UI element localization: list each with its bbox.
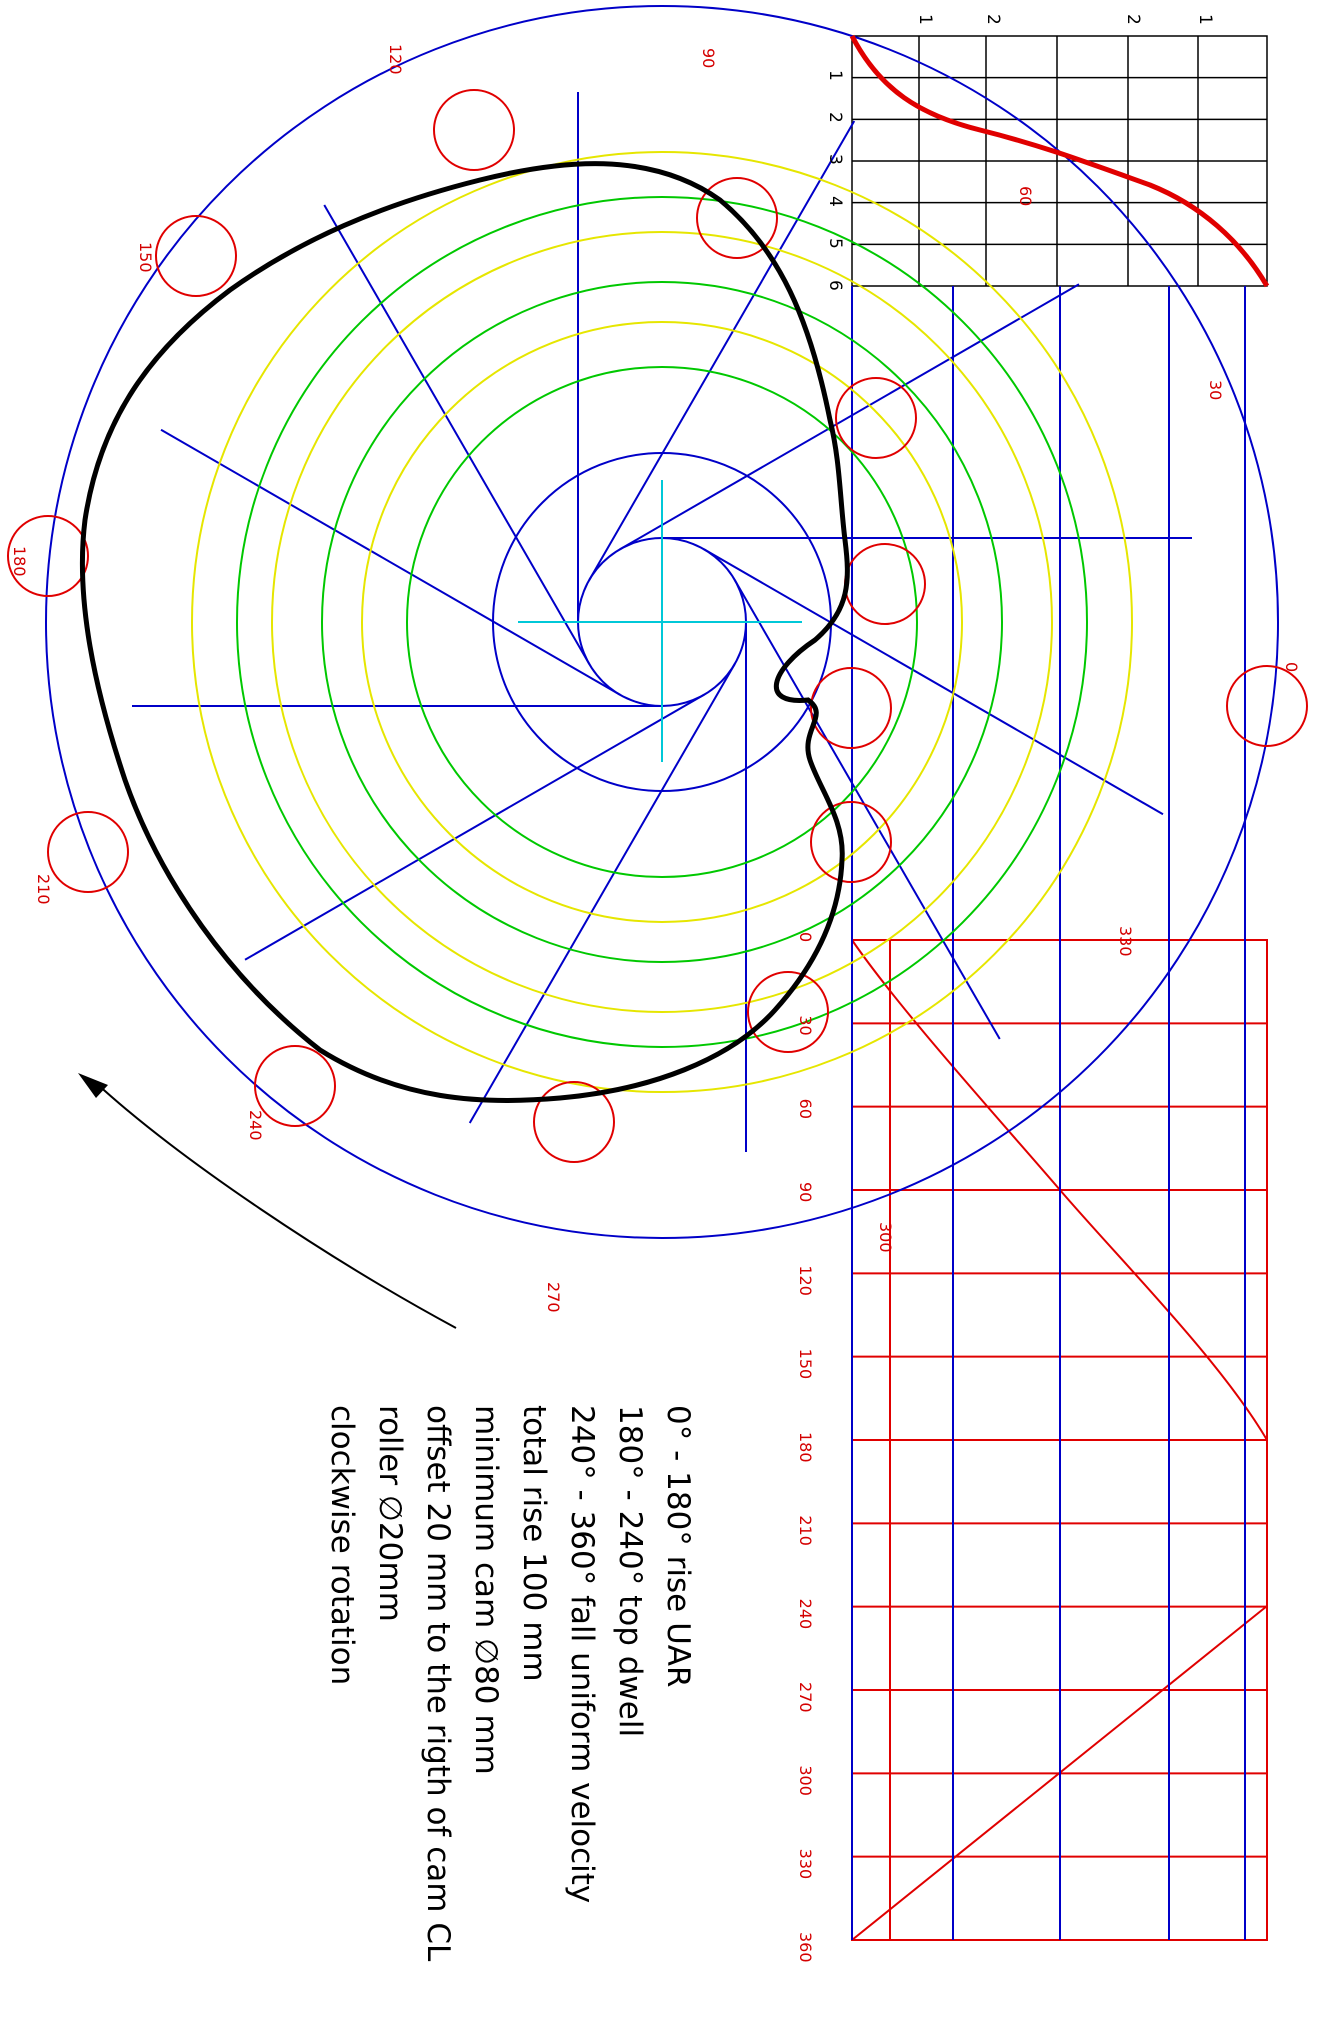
graph-angle-label: 330 — [796, 1849, 815, 1880]
roller-positions — [7, 89, 1308, 1163]
grid-row-label: 2 — [825, 112, 845, 123]
note-line: clockwise rotation — [324, 1405, 360, 1685]
angle-label: 270 — [544, 1282, 563, 1313]
graph-angle-label: 180 — [796, 1432, 815, 1463]
note-line: 240° - 360° fall uniform velocity — [564, 1405, 600, 1903]
note-line: roller ∅20mm — [372, 1405, 408, 1622]
roller-circle — [533, 1081, 615, 1163]
grid-column-label: 1 — [915, 14, 935, 25]
roller-circle — [844, 543, 926, 625]
graph-angle-label: 270 — [796, 1682, 815, 1713]
grid-row-label: 4 — [825, 196, 845, 207]
displacement-arc — [271, 231, 1053, 1013]
angle-label: 210 — [34, 874, 53, 905]
outer-circle — [45, 5, 1279, 1239]
roller-circle — [810, 667, 892, 749]
note-line: 180° - 240° top dwell — [612, 1405, 648, 1737]
graph-angle-label: 120 — [796, 1265, 815, 1296]
displacement-arcs — [191, 151, 1133, 1093]
grid-row-label: 3 — [825, 154, 845, 165]
note-line: offset 20 mm to the rigth of cam CL — [420, 1405, 456, 1962]
angle-label: 240 — [246, 1110, 265, 1141]
offset-ray — [703, 548, 1164, 816]
note-line: 0° - 180° rise UAR — [660, 1405, 696, 1688]
roller-circle — [7, 515, 89, 597]
grid-column-label: 2 — [1123, 14, 1143, 25]
displacement-arc — [236, 196, 1088, 1048]
displacement-arc — [191, 151, 1133, 1093]
angle-label: 300 — [876, 1222, 895, 1253]
note-line: total rise 100 mm — [516, 1405, 552, 1682]
displacement-arc — [406, 366, 918, 878]
angle-label: 330 — [1116, 926, 1135, 957]
grid-row-label: 5 — [825, 238, 845, 249]
roller-circle — [254, 1045, 336, 1127]
angle-label: 30 — [1206, 380, 1225, 400]
graph-angle-label: 210 — [796, 1515, 815, 1546]
cam-centerlines — [518, 480, 802, 762]
angle-label: 180 — [10, 546, 29, 577]
roller-circle — [155, 215, 237, 297]
offset-ray — [244, 693, 705, 961]
graph-angle-label: 240 — [796, 1599, 815, 1630]
graph-angle-label: 60 — [796, 1099, 815, 1119]
rise-velocity-curve — [849, 34, 1270, 288]
offset-ray — [160, 428, 621, 696]
roller-circle — [696, 177, 778, 259]
graph-angle-label: 30 — [796, 1015, 815, 1035]
offset-ray — [468, 663, 736, 1124]
offset-ray — [733, 579, 1001, 1040]
roller-circle — [47, 811, 129, 893]
displacement-arc — [321, 281, 1003, 963]
offset-ray — [619, 283, 1080, 551]
roller-circle — [747, 971, 829, 1053]
grid-row-label: 1 — [825, 70, 845, 81]
grid-row-label: 6 — [825, 280, 845, 291]
clockwise-rotation-arrow-icon — [78, 1073, 457, 1329]
graph-angle-label: 300 — [796, 1765, 815, 1796]
rise-construction-grid — [851, 35, 1268, 287]
cam-profile — [79, 161, 850, 1103]
offset-ray — [588, 120, 856, 581]
angle-label: 120 — [386, 44, 405, 75]
roller-circle — [433, 89, 515, 171]
note-line: minimum cam ∅80 mm — [468, 1405, 504, 1775]
angle-label: 150 — [136, 242, 155, 273]
angle-label: 90 — [699, 48, 718, 68]
angle-label: 60 — [1016, 186, 1035, 206]
graph-angle-label: 360 — [796, 1932, 815, 1963]
roller-circle — [1226, 665, 1308, 747]
displacement-arc — [361, 321, 963, 923]
angle-label: 0 — [1282, 662, 1301, 672]
graph-angle-label: 90 — [796, 1182, 815, 1202]
grid-column-label: 1 — [1195, 14, 1215, 25]
graph-angle-label: 0 — [796, 932, 815, 942]
offset-ray — [323, 204, 591, 665]
roller-circle — [835, 377, 917, 459]
graph-angle-label: 150 — [796, 1349, 815, 1380]
grid-column-label: 2 — [983, 14, 1003, 25]
roller-circle — [810, 801, 892, 883]
design-notes: 0° - 180° rise UAR 180° - 240° top dwell 2… — [324, 1405, 696, 1962]
